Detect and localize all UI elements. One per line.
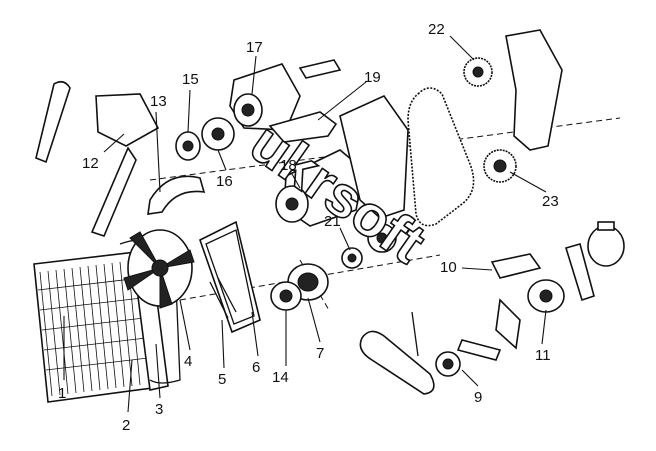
timing-belt bbox=[407, 87, 475, 227]
callout-9: 9 bbox=[474, 389, 482, 406]
callout-15: 15 bbox=[182, 71, 199, 88]
callout-2: 2 bbox=[122, 417, 130, 434]
thermostat-housing bbox=[35, 80, 160, 164]
callout-12: 12 bbox=[82, 155, 99, 172]
callout-10: 10 bbox=[440, 259, 457, 276]
crankshaft-gear-23 bbox=[483, 149, 517, 183]
callout-14: 14 bbox=[272, 369, 289, 386]
callout-4: 4 bbox=[184, 353, 192, 370]
tensioner-assembly bbox=[490, 243, 595, 350]
callout-18: 18 bbox=[280, 157, 297, 174]
alternator bbox=[229, 59, 342, 131]
drive-belt bbox=[359, 330, 435, 395]
coolant-hoses bbox=[90, 146, 206, 237]
idler-pulley-16 bbox=[201, 117, 235, 151]
callout-11: 11 bbox=[535, 347, 551, 364]
reservoir-cap bbox=[587, 221, 625, 267]
water-pump bbox=[275, 149, 365, 227]
tensioner-roller bbox=[411, 311, 502, 377]
callout-7: 7 bbox=[316, 345, 324, 362]
callout-1: 1 bbox=[58, 385, 66, 402]
callout-16: 16 bbox=[216, 173, 233, 190]
callout-13: 13 bbox=[150, 93, 167, 110]
idler-21 bbox=[341, 223, 397, 269]
timing-cover bbox=[339, 94, 409, 219]
callout-5: 5 bbox=[218, 371, 226, 388]
pulley-14 bbox=[270, 281, 302, 311]
v-belts bbox=[199, 220, 261, 334]
idler-pulley-15 bbox=[175, 131, 201, 161]
callout-17: 17 bbox=[246, 39, 263, 56]
cooling-fan bbox=[123, 229, 195, 309]
callout-3: 3 bbox=[155, 401, 163, 418]
callout-22: 22 bbox=[428, 21, 445, 38]
callout-21: 21 bbox=[324, 213, 341, 230]
callout-6: 6 bbox=[252, 359, 260, 376]
leader-lines bbox=[63, 35, 547, 413]
callout-23: 23 bbox=[542, 193, 559, 210]
callout-labels: 1 2 3 4 5 6 7 9 10 11 12 13 14 15 16 17 … bbox=[58, 21, 559, 434]
callout-19: 19 bbox=[364, 69, 381, 86]
belt-cover-plate bbox=[505, 29, 563, 151]
camshaft-gear-22 bbox=[463, 57, 493, 87]
